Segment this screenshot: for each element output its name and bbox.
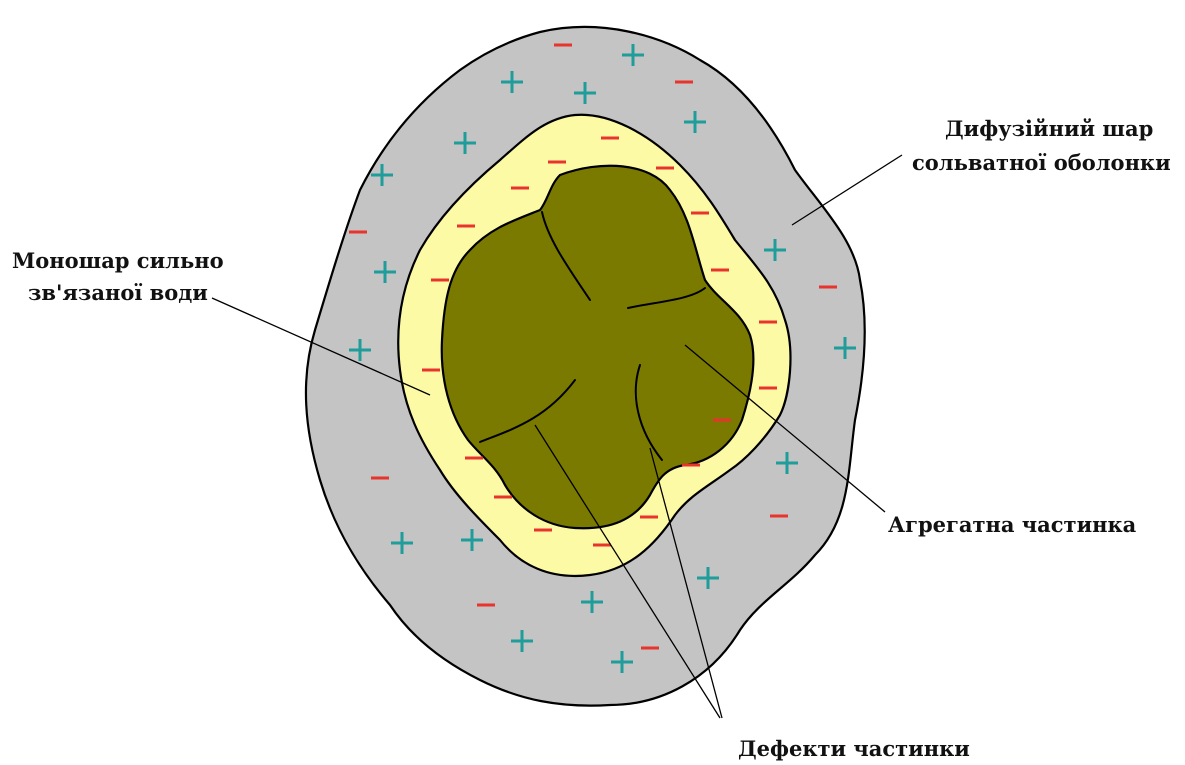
monolayer-label-line1: Моношар сильно xyxy=(12,248,224,273)
aggregate-particle-label: Агрегатна частинка xyxy=(888,512,1137,537)
diffuse-layer-label-line2: сольватної оболонки xyxy=(912,150,1171,175)
particle-defects-label: Дефекти частинки xyxy=(738,736,970,761)
monolayer-label-line2: зв'язаної води xyxy=(28,280,208,305)
diffuse-layer-label-line1: Дифузійний шар xyxy=(945,116,1153,141)
